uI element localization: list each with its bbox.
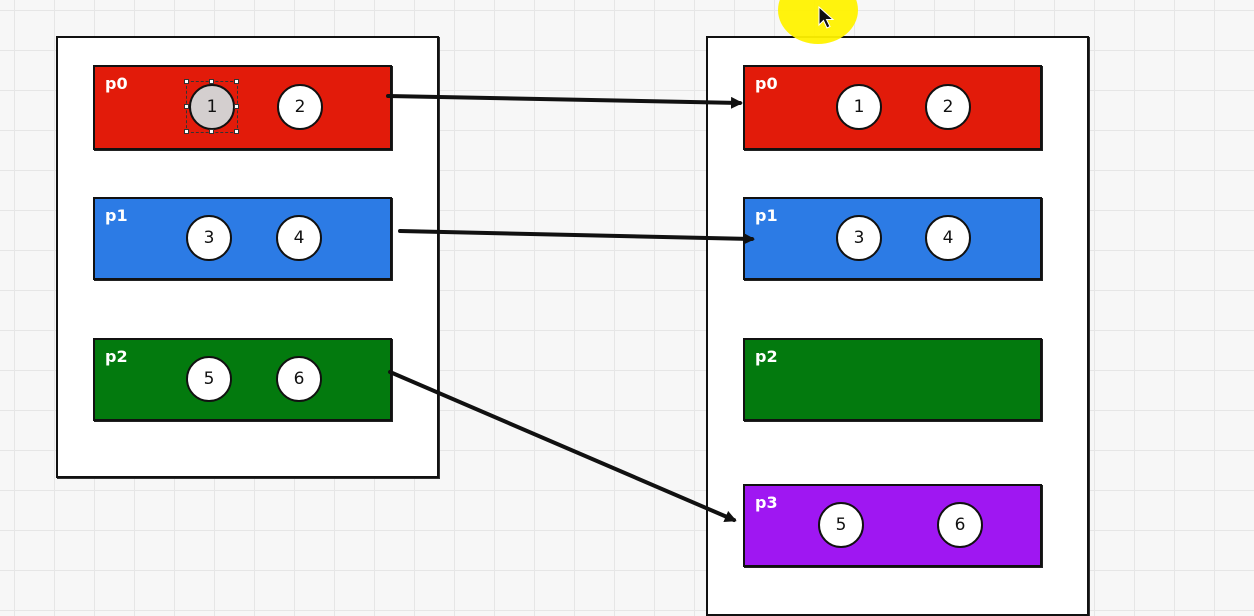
item-circle[interactable]: 2 (925, 84, 971, 130)
item-label: 5 (203, 369, 215, 389)
partition-label: p0 (755, 74, 778, 93)
item-circle[interactable]: 3 (836, 215, 882, 261)
source-container[interactable]: p0 1 2 p1 3 4 p2 5 6 (56, 36, 439, 478)
resize-handle[interactable] (184, 129, 189, 134)
resize-handle[interactable] (234, 129, 239, 134)
right-partition-p2[interactable]: p2 (743, 338, 1042, 421)
item-circle[interactable]: 6 (276, 356, 322, 402)
partition-label: p1 (105, 206, 128, 225)
item-label: 1 (853, 97, 865, 117)
right-partition-p3[interactable]: p3 5 6 (743, 484, 1042, 567)
item-circle[interactable]: 5 (186, 356, 232, 402)
resize-handle[interactable] (209, 79, 214, 84)
item-label: 4 (942, 228, 954, 248)
partition-label: p2 (105, 347, 128, 366)
item-circle[interactable]: 1 (836, 84, 882, 130)
left-partition-p1[interactable]: p1 3 4 (93, 197, 392, 280)
item-circle[interactable]: 2 (277, 84, 323, 130)
item-circle[interactable]: 3 (186, 215, 232, 261)
partition-label: p0 (105, 74, 128, 93)
item-label: 3 (203, 228, 215, 248)
right-partition-p0[interactable]: p0 1 2 (743, 65, 1042, 150)
partition-label: p3 (755, 493, 778, 512)
item-label: 2 (294, 97, 306, 117)
item-circle[interactable]: 4 (276, 215, 322, 261)
item-circle[interactable]: 4 (925, 215, 971, 261)
right-partition-p1[interactable]: p1 3 4 (743, 197, 1042, 280)
resize-handle[interactable] (209, 129, 214, 134)
mouse-pointer-icon (818, 6, 835, 29)
resize-handle[interactable] (184, 104, 189, 109)
resize-handle[interactable] (234, 104, 239, 109)
item-circle[interactable]: 6 (937, 502, 983, 548)
selection-box (186, 81, 238, 133)
arrow-p2-to-p3[interactable] (388, 370, 737, 522)
item-label: 2 (942, 97, 954, 117)
item-label: 3 (853, 228, 865, 248)
item-circle[interactable]: 5 (818, 502, 864, 548)
item-label: 6 (293, 369, 305, 389)
item-label: 6 (954, 515, 966, 535)
partition-label: p1 (755, 206, 778, 225)
item-label: 1 (206, 97, 218, 117)
item-label: 5 (835, 515, 847, 535)
resize-handle[interactable] (234, 79, 239, 84)
item-circle[interactable]: 1 (189, 84, 235, 130)
arrow-p0-to-p0[interactable] (386, 94, 743, 109)
resize-handle[interactable] (184, 79, 189, 84)
arrow-p1-to-p1[interactable] (398, 229, 755, 245)
left-partition-p0[interactable]: p0 1 2 (93, 65, 392, 150)
left-partition-p2[interactable]: p2 5 6 (93, 338, 392, 421)
partition-label: p2 (755, 347, 778, 366)
item-label: 4 (293, 228, 305, 248)
target-container[interactable]: p0 1 2 p1 3 4 p2 p3 5 6 (706, 36, 1089, 616)
